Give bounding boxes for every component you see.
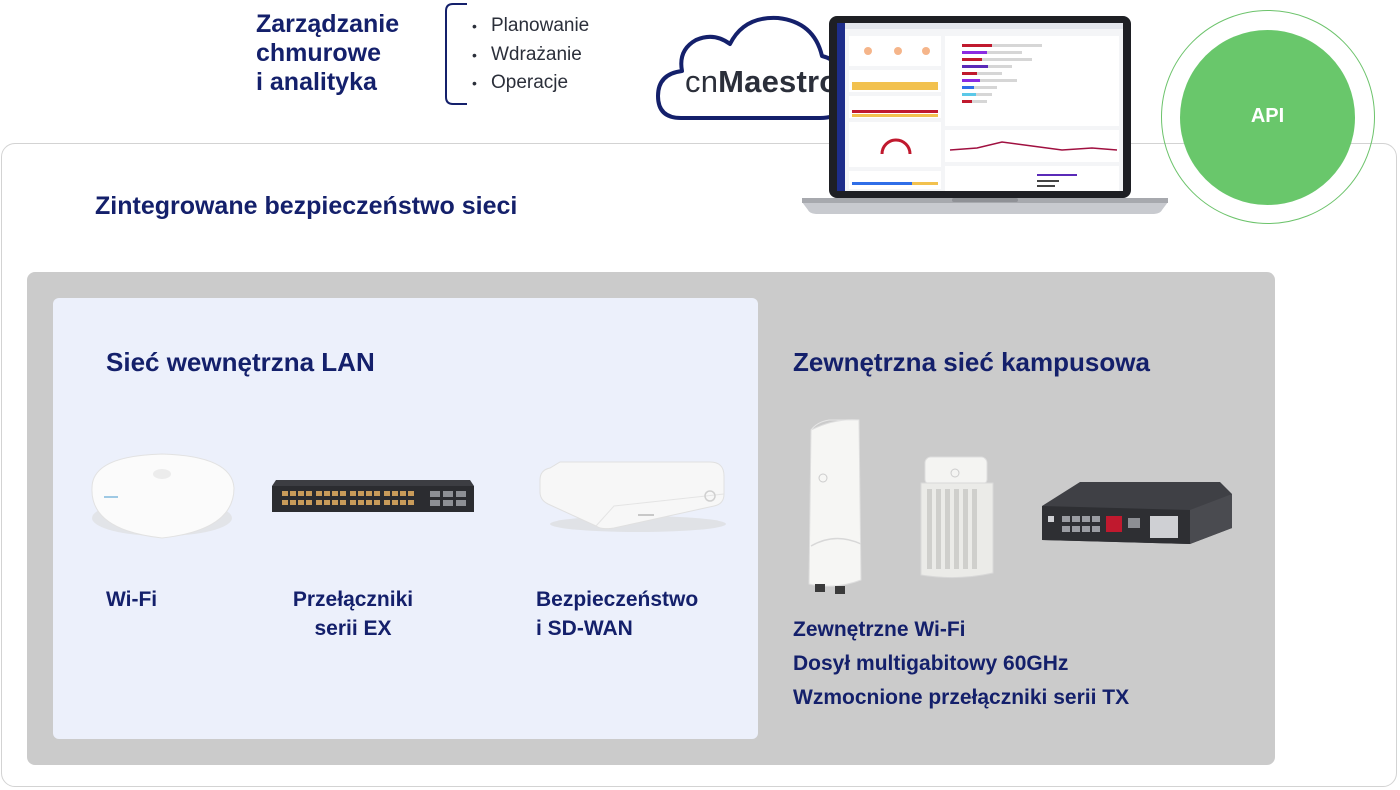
security-heading: Zintegrowane bezpieczeństwo sieci [95, 192, 518, 220]
campus-item: Wzmocnione przełączniki serii TX [793, 686, 1130, 709]
campus-item: Zewnętrzne Wi-Fi [793, 618, 966, 641]
step-item: Wdrażanie [472, 41, 589, 70]
access-point-icon [91, 453, 235, 539]
backhaul-radio-icon [920, 456, 994, 579]
campus-heading: Zewnętrzna sieć kampusowa [793, 347, 1150, 377]
campus-item: Dosył multigabitowy 60GHz [793, 652, 1069, 675]
laptop-icon [802, 16, 1168, 214]
cloud-management-title: Zarządzanie chmurowe i analityka [256, 10, 400, 96]
device-label-ex-switches: Przełączniki serii EX [292, 588, 414, 640]
step-item: Operacje [472, 69, 589, 98]
bracket-icon [445, 3, 467, 105]
api-label: API [1250, 105, 1285, 127]
lan-heading: Sieć wewnętrzna LAN [106, 347, 375, 377]
outdoor-ap-icon [808, 419, 862, 594]
step-list: Planowanie Wdrażanie Operacje [472, 12, 589, 98]
device-label-wifi: Wi-Fi [106, 588, 158, 611]
cnmaestro-logo: cnMaestro [685, 64, 839, 99]
api-ring [1161, 10, 1375, 224]
rugged-switch-icon [1042, 482, 1232, 544]
campus-item-list: Zewnętrzne Wi-Fi Dosył multigabitowy 60G… [793, 613, 1129, 715]
switch-icon [272, 480, 474, 512]
api-circle [1180, 30, 1355, 205]
step-item: Planowanie [472, 12, 589, 41]
device-label-sdwan: Bezpieczeństwo i SD-WAN [536, 588, 699, 640]
router-icon [539, 461, 726, 532]
